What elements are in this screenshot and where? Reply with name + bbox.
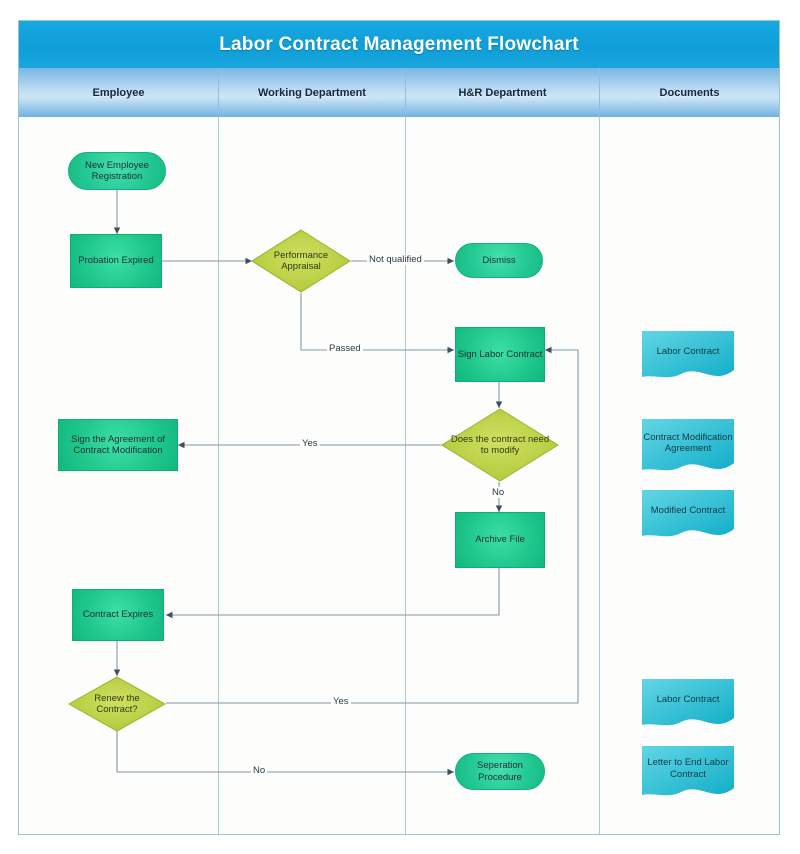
edge-label-yes-renew: Yes [331, 696, 351, 707]
node-probation-expired[interactable]: Probation Expired [70, 234, 162, 288]
document-label: Letter to End Labor Contract [647, 757, 729, 780]
node-dismiss[interactable]: Dismiss [455, 243, 543, 278]
swimlane-header-working-department: Working Department [219, 68, 406, 117]
document-shape [642, 746, 734, 796]
swimlane-column-hr-department [406, 117, 600, 834]
document-contract-modification-agreement[interactable]: Contract Modification Agreement [641, 418, 735, 476]
node-does-contract-need-modify-label: Does the contract need to modify [450, 433, 550, 457]
swimlane-header-employee: Employee [19, 68, 219, 117]
document-shape [642, 419, 734, 471]
node-renew-the-contract-label: Renew the Contract? [94, 692, 140, 716]
document-label: Contract Modification Agreement [643, 431, 733, 455]
document-shape [642, 331, 734, 378]
node-sign-agreement-modification[interactable]: Sign the Agreement of Contract Modificat… [58, 419, 178, 471]
diagram-title-bar: Labor Contract Management Flowchart [19, 21, 779, 68]
document-labor-contract-1[interactable]: Labor Contract [641, 330, 735, 382]
node-performance-appraisal[interactable]: Performance Appraisal [251, 229, 351, 293]
swimlane-header-hr-department: H&R Department [406, 68, 600, 117]
node-archive-file[interactable]: Archive File [455, 512, 545, 568]
diamond-shape-renew-contract [67, 676, 167, 732]
document-label: Labor Contract [656, 694, 720, 706]
edge-label-no-modify: No [490, 487, 507, 498]
swimlane-column-working-department [219, 117, 406, 834]
document-labor-contract-2[interactable]: Labor Contract [641, 678, 735, 730]
diagram-title: Labor Contract Management Flowchart [219, 33, 579, 55]
swimlane-header-documents: Documents [659, 86, 720, 99]
document-modified-contract[interactable]: Modified Contract [641, 489, 735, 541]
node-does-contract-need-modify[interactable]: Does the contract need to modify [441, 408, 559, 482]
node-renew-the-contract[interactable]: Renew the Contract? [67, 676, 167, 732]
document-label: Modified Contract [650, 505, 726, 517]
document-letter-to-end-labor-contract[interactable]: Letter to End Labor Contract [641, 745, 735, 800]
node-sign-labor-contract[interactable]: Sign Labor Contract [455, 327, 545, 382]
diamond-shape-performance-appraisal [251, 229, 351, 293]
node-seperation-procedure[interactable]: Seperation Procedure [455, 753, 545, 790]
document-shape [642, 490, 734, 537]
swimlane-header-row: Employee Working Department H&R Departme… [19, 68, 779, 117]
document-shape [642, 679, 734, 726]
node-contract-expires[interactable]: Contract Expires [72, 589, 164, 641]
edge-label-passed: Passed [327, 343, 363, 354]
node-performance-appraisal-label: Performance Appraisal [273, 249, 329, 273]
diamond-shape-contract-modify [441, 408, 559, 482]
edge-label-no-renew: No [251, 765, 268, 776]
node-new-employee-registration[interactable]: New Employee Registration [68, 152, 166, 190]
document-label: Labor Contract [656, 346, 720, 358]
edge-label-yes-modify: Yes [300, 438, 320, 449]
edge-label-not-qualified: Not qualified [367, 254, 424, 265]
